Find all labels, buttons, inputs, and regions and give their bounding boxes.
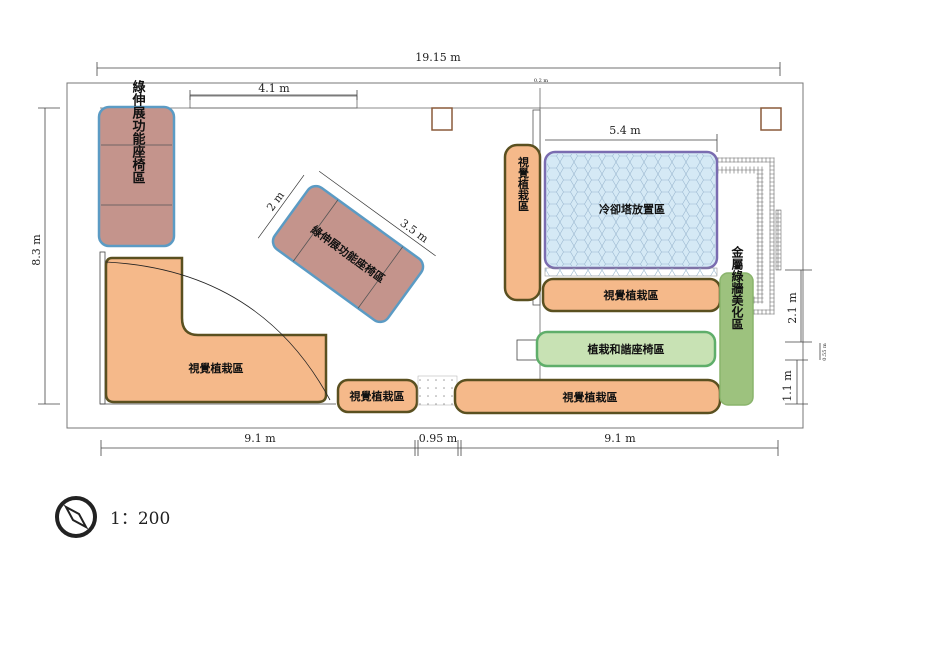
wall-hatch <box>775 209 782 271</box>
dim-bottom-left: 9.1 m <box>244 432 276 445</box>
planting-l-shape: 視覺植栽區 <box>99 251 336 405</box>
planting-bottom: 視覺植栽區 <box>453 378 722 415</box>
zone-label: 視覺植栽區 <box>188 361 244 375</box>
dim-bottom-right: 9.1 m <box>604 432 636 445</box>
dimension-lines: 19.15 m 4.1 m 0.2 m 5.4 m 8.3 m 9.1 m 0.… <box>30 51 828 456</box>
zone-label: 綠伸展功能座椅區 <box>130 79 147 184</box>
scale-label: 1：200 <box>110 509 170 529</box>
site-boundary <box>66 82 804 429</box>
dim-cooling-width: 5.4 m <box>609 124 641 137</box>
cooling-tower-zone: 冷卻塔放置區 <box>543 150 719 277</box>
dim-right-lower: 1.1 m <box>781 370 794 402</box>
top-opening <box>189 95 358 109</box>
zone-label: 視覺植栽區 <box>517 155 531 211</box>
planting-small: 視覺植栽區 <box>336 378 419 414</box>
stretch-seat-rotated: 綠伸展功能座椅區 3.5 m 2 m <box>257 170 436 324</box>
bench-end <box>516 339 538 361</box>
dim-height: 8.3 m <box>30 234 43 266</box>
planting-vertical: 視覺植栽區 <box>503 143 542 302</box>
dim-bottom-mid: 0.95 m <box>419 432 458 445</box>
dim-right-upper: 2.1 m <box>786 292 799 324</box>
zone-label: 視覺植栽區 <box>562 390 618 404</box>
dim-right-tiny: 0.55 m <box>822 343 828 361</box>
paved-area <box>417 375 458 406</box>
harmony-bench-zone: 植栽和諧座椅區 <box>535 330 717 368</box>
zone-label: 冷卻塔放置區 <box>599 202 665 216</box>
dim-total-width: 19.15 m <box>415 51 461 64</box>
dim-top-segment: 4.1 m <box>258 82 290 95</box>
stretch-seat-vertical: 綠伸展功能座椅區 <box>97 79 176 248</box>
column-right <box>760 107 782 131</box>
dim-rotated-short: 2 m <box>264 189 287 214</box>
rotated-dim-lines <box>257 170 436 257</box>
zone-label: 金屬綠牆美化區 <box>730 245 744 330</box>
zone-label: 視覺植栽區 <box>349 389 405 403</box>
zone-label: 視覺植栽區 <box>603 288 659 302</box>
dim-rotated-long: 3.5 m <box>398 216 432 245</box>
column-left <box>431 107 453 131</box>
compass-icon <box>55 496 97 538</box>
planting-mid: 視覺植栽區 <box>541 277 722 313</box>
metal-green-wall-zone: 金屬綠牆美化區 <box>719 245 754 406</box>
zone-label: 植栽和諧座椅區 <box>587 342 665 356</box>
dim-tiny-top: 0.2 m <box>534 78 549 84</box>
